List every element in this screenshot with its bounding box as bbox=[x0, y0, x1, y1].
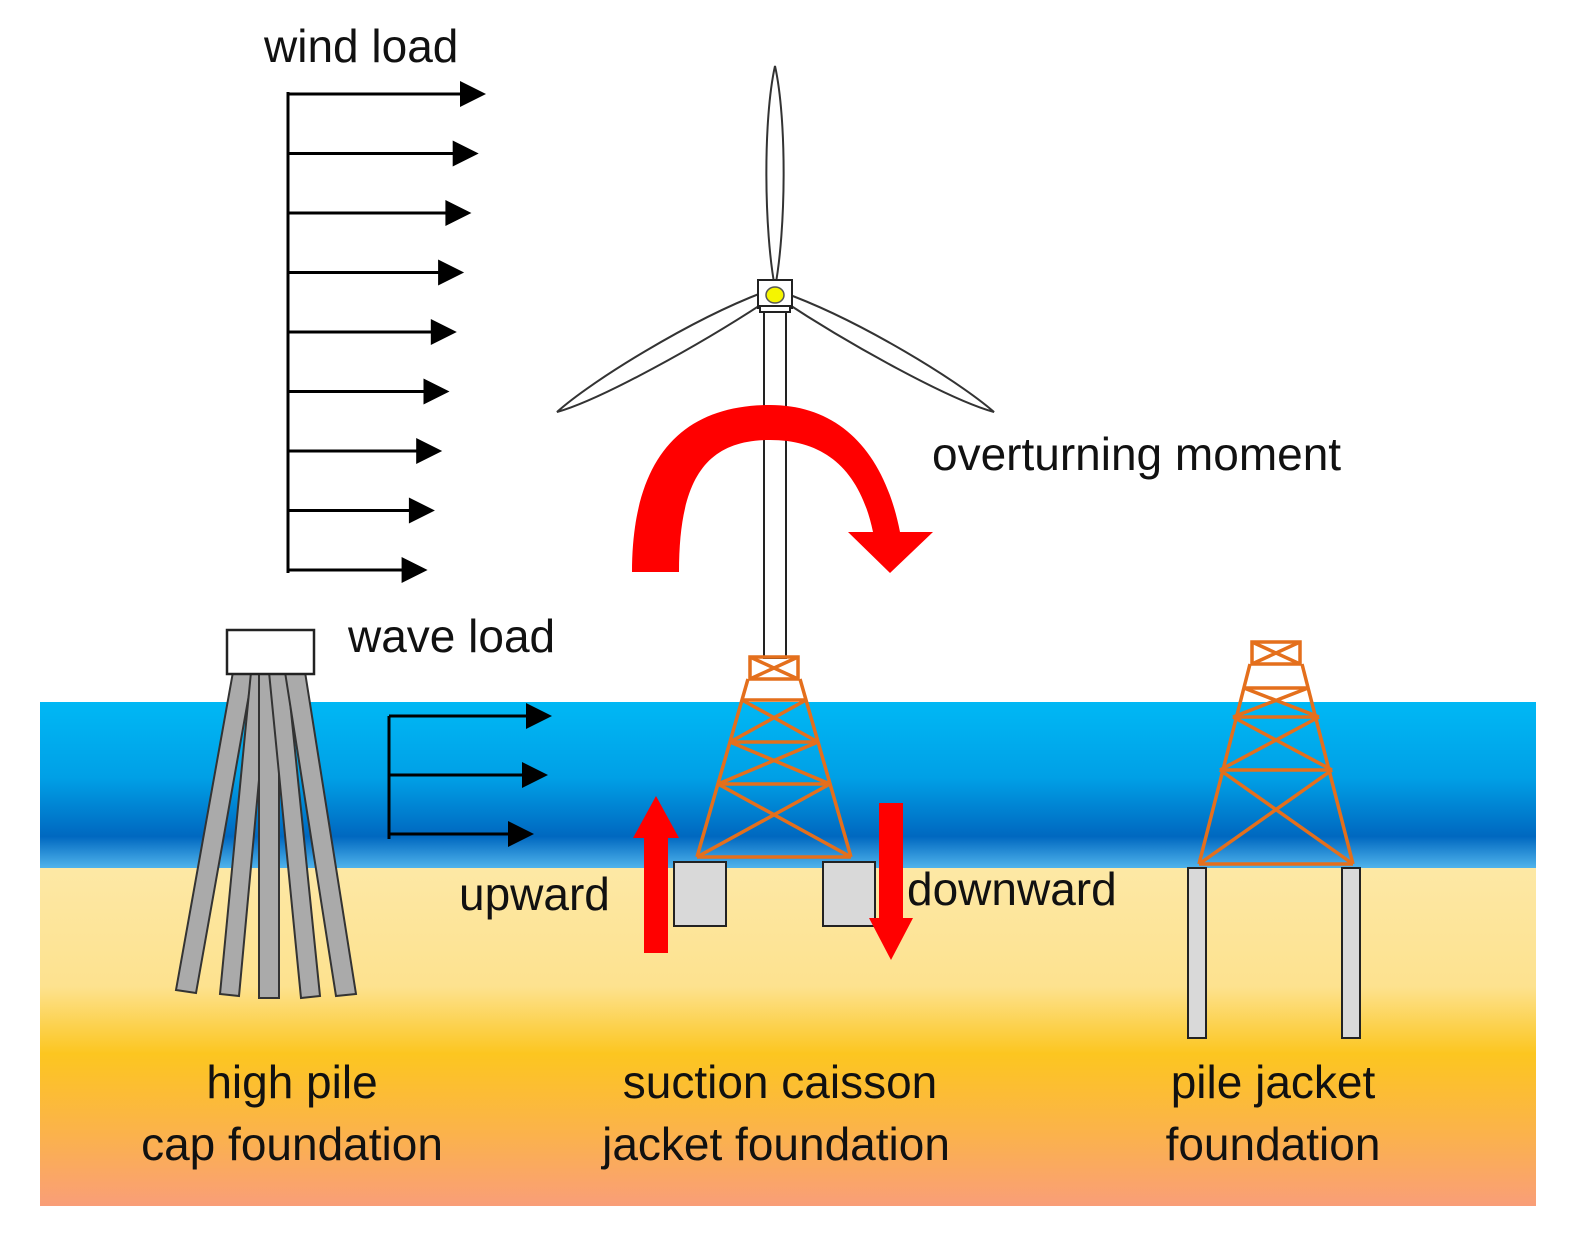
suction-caisson-left bbox=[673, 861, 727, 927]
overturning-moment-arrow bbox=[632, 405, 933, 573]
turbine-blade-up bbox=[765, 65, 785, 289]
caption-suction-caisson-line2: jacket foundation bbox=[600, 1118, 950, 1170]
wave-load-arrows bbox=[387, 703, 552, 847]
turbine-nacelle-base bbox=[759, 305, 791, 313]
turbine-blade-right bbox=[781, 290, 995, 413]
wave-arrow bbox=[389, 821, 534, 847]
jacket-brace bbox=[729, 740, 831, 786]
wind-load-label: wind load bbox=[263, 20, 458, 72]
seabed-layer bbox=[40, 868, 1536, 1206]
wind-load-arrows bbox=[286, 81, 486, 583]
caption-pile-jacket-line1: pile jacket bbox=[1171, 1056, 1376, 1108]
pile-jacket bbox=[1197, 640, 1355, 866]
jacket-top-platform bbox=[748, 655, 800, 681]
jacket-leg-left bbox=[1197, 663, 1252, 865]
turbine-blade-left bbox=[556, 290, 770, 413]
caption-suction-caisson-line1: suction caisson bbox=[623, 1056, 938, 1108]
wind-arrow bbox=[288, 200, 472, 226]
suction-caisson-right bbox=[822, 861, 876, 927]
jacket-top-platform bbox=[1250, 640, 1302, 666]
wind-arrow bbox=[288, 378, 450, 405]
caption-pile-jacket-line2: foundation bbox=[1166, 1118, 1381, 1170]
jacket-brace bbox=[1251, 640, 1301, 666]
jacket-brace bbox=[1218, 768, 1355, 866]
downward-arrow bbox=[869, 803, 913, 960]
wind-arrow bbox=[288, 81, 486, 107]
jacket-brace bbox=[1232, 715, 1333, 772]
high-pile-piles bbox=[174, 671, 358, 1000]
high-pile-cap-foundation bbox=[174, 628, 358, 1000]
jacket-leg-left bbox=[695, 678, 750, 858]
wind-arrow bbox=[288, 438, 443, 464]
jacket-brace bbox=[1219, 715, 1320, 772]
turbine-tower bbox=[763, 305, 787, 659]
wind-turbine bbox=[556, 65, 995, 659]
pile-jacket-pile-right bbox=[1341, 867, 1361, 1039]
jacket-brace bbox=[1197, 768, 1334, 866]
suction-caisson-jacket bbox=[695, 655, 853, 859]
wind-arrow bbox=[288, 319, 457, 345]
downward-label: downward bbox=[907, 863, 1117, 915]
wind-arrow bbox=[288, 259, 465, 286]
jacket-brace bbox=[1232, 686, 1309, 719]
wave-load-label: wave load bbox=[347, 610, 555, 662]
wind-arrow bbox=[288, 140, 479, 167]
jacket-brace bbox=[717, 782, 852, 859]
wind-arrow bbox=[288, 497, 435, 524]
jacket-brace bbox=[741, 698, 819, 744]
upward-label: upward bbox=[459, 868, 610, 920]
turbine-hub bbox=[765, 286, 785, 304]
caption-high-pile-line2: cap foundation bbox=[141, 1118, 443, 1170]
pile-cap bbox=[225, 628, 316, 676]
jacket-leg-right bbox=[798, 678, 853, 858]
pile-jacket-pile-left bbox=[1187, 867, 1207, 1039]
jacket-brace bbox=[696, 782, 831, 859]
jacket-brace bbox=[717, 740, 819, 786]
jacket-brace bbox=[729, 698, 807, 744]
upward-arrow bbox=[633, 796, 679, 953]
wave-arrow bbox=[389, 762, 548, 788]
jacket-brace bbox=[749, 655, 799, 681]
caption-high-pile-line1: high pile bbox=[206, 1056, 377, 1108]
wave-arrow bbox=[389, 703, 552, 729]
wind-arrow bbox=[288, 557, 428, 583]
overturning-moment-label: overturning moment bbox=[932, 428, 1341, 480]
jacket-brace bbox=[1243, 686, 1320, 719]
jacket-leg-right bbox=[1300, 663, 1355, 865]
